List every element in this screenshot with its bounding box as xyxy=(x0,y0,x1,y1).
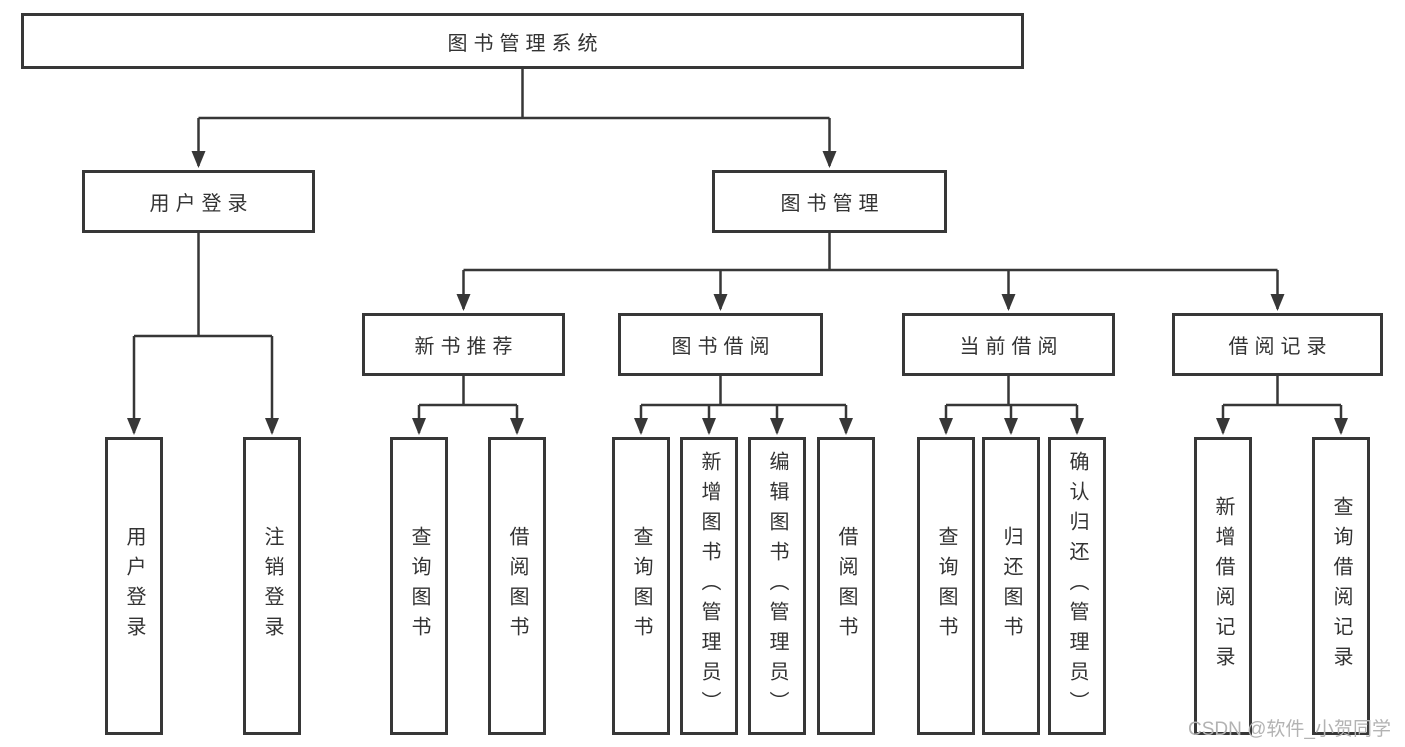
node-new-book-recommendation: 新书推荐 xyxy=(362,313,565,376)
node-query-borrow-record: 查询借阅记录 xyxy=(1312,437,1370,735)
connector-current-borrow-trunk xyxy=(946,376,1077,407)
node-label: 查询图书 xyxy=(935,526,957,646)
node-label: 编辑图书（管理员） xyxy=(766,451,788,721)
node-borrow-books: 借阅图书 xyxy=(817,437,875,735)
node-label: 新增借阅记录 xyxy=(1212,496,1234,676)
node-label: 查询图书 xyxy=(630,526,652,646)
node-label: 新书推荐 xyxy=(414,336,519,358)
node-label: 用户登录 xyxy=(123,526,145,646)
node-return-books: 归还图书 xyxy=(982,437,1040,735)
node-label: 借阅图书 xyxy=(506,526,528,646)
node-label: 用户登录 xyxy=(149,193,254,215)
node-logout-action: 注销登录 xyxy=(243,437,301,735)
node-query-books: 查询图书 xyxy=(612,437,670,735)
node-label: 归还图书 xyxy=(1000,526,1022,646)
node-borrowing-records: 借阅记录 xyxy=(1172,313,1383,376)
node-book-borrowing: 图书借阅 xyxy=(618,313,823,376)
node-label: 借阅记录 xyxy=(1228,336,1333,358)
node-label: 借阅图书 xyxy=(835,526,857,646)
csdn-watermark: CSDN @软件_小贺同学 xyxy=(1188,719,1391,740)
node-label: 图书管理 xyxy=(780,193,885,215)
node-label: 当前借阅 xyxy=(959,336,1064,358)
connector-root-trunk xyxy=(198,69,830,120)
node-query-books: 查询图书 xyxy=(390,437,448,735)
node-label: 查询借阅记录 xyxy=(1330,496,1352,676)
node-add-borrow-record: 新增借阅记录 xyxy=(1194,437,1252,735)
node-confirm-return-admin: 确认归还（管理员） xyxy=(1048,437,1106,735)
node-label: 注销登录 xyxy=(261,526,283,646)
node-user-login: 用户登录 xyxy=(82,170,315,233)
node-edit-books-admin: 编辑图书（管理员） xyxy=(748,437,806,735)
node-user-login-action: 用户登录 xyxy=(105,437,163,735)
node-book-management: 图书管理 xyxy=(712,170,947,233)
node-label: 查询图书 xyxy=(408,526,430,646)
connector-user-login-trunk xyxy=(134,233,272,338)
connector-records-trunk xyxy=(1223,376,1341,407)
node-current-borrowing: 当前借阅 xyxy=(902,313,1115,376)
connector-book-borrow-trunk xyxy=(641,376,846,407)
node-query-books: 查询图书 xyxy=(917,437,975,735)
node-library-system: 图书管理系统 xyxy=(21,13,1024,69)
node-add-books-admin: 新增图书（管理员） xyxy=(680,437,738,735)
node-label: 图书借阅 xyxy=(671,336,776,358)
node-label: 确认归还（管理员） xyxy=(1066,451,1088,721)
node-label: 图书管理系统 xyxy=(447,32,604,55)
connector-new-book-trunk xyxy=(419,376,517,407)
node-label: 新增图书（管理员） xyxy=(698,451,720,721)
connector-book-mgmt-trunk xyxy=(463,233,1278,272)
node-borrow-books: 借阅图书 xyxy=(488,437,546,735)
